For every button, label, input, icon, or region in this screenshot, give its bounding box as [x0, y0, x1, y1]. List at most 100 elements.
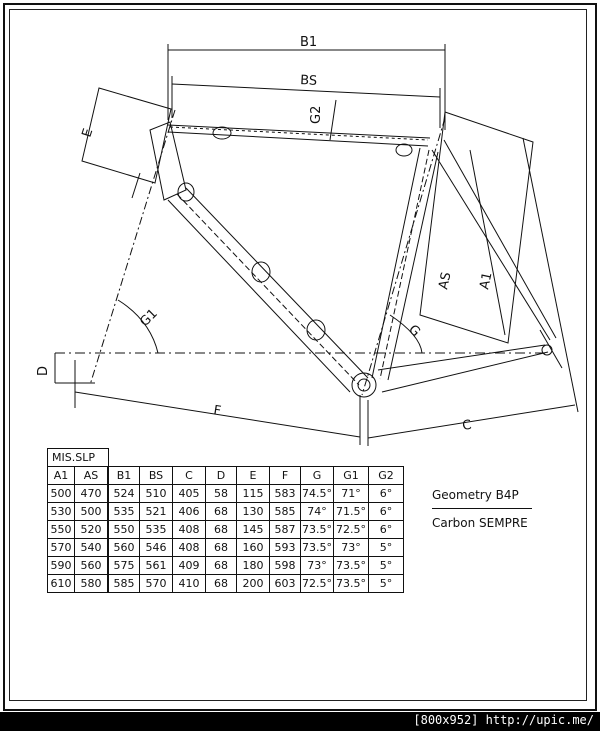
- table-cell: 71.5°: [333, 502, 369, 521]
- label-c: C: [461, 418, 472, 434]
- table-cell: 470: [74, 484, 109, 503]
- model-info: Geometry B4P Carbon SEMPRE: [432, 488, 536, 530]
- table-cell: 72.5°: [333, 520, 369, 539]
- table-cell: 5°: [368, 556, 404, 575]
- col-header-b1: B1: [107, 466, 140, 485]
- label-g: G: [405, 322, 423, 340]
- table-cell: 593: [269, 538, 301, 557]
- table-cell: 530: [47, 502, 75, 521]
- col-header-a1: A1: [47, 466, 75, 485]
- table-cell: 6°: [368, 502, 404, 521]
- table-cell: 6°: [368, 520, 404, 539]
- table-cell: 406: [172, 502, 206, 521]
- table-cell: 68: [205, 520, 237, 539]
- table-cell: 68: [205, 574, 237, 593]
- table-cell: 560: [107, 538, 140, 557]
- table-cell: 575: [107, 556, 140, 575]
- table-cell: 610: [47, 574, 75, 593]
- label-a1: A1: [477, 271, 495, 291]
- table-cell: 546: [139, 538, 173, 557]
- table-cell: 68: [205, 538, 237, 557]
- label-as: AS: [436, 271, 454, 291]
- table-cell: 560: [74, 556, 109, 575]
- table-cell: 160: [236, 538, 270, 557]
- table-cell: 68: [205, 556, 237, 575]
- table-cell: 73°: [333, 538, 369, 557]
- label-e: E: [80, 127, 97, 139]
- table-cell: 68: [205, 502, 237, 521]
- table-cell: 73.5°: [300, 538, 334, 557]
- label-bs: BS: [300, 73, 318, 89]
- table-cell: 521: [139, 502, 173, 521]
- table-group-header-row: MIS.SLP: [47, 448, 404, 467]
- table-cell: 145: [236, 520, 270, 539]
- table-cell: 603: [269, 574, 301, 593]
- table-cell: 73.5°: [333, 574, 369, 593]
- table-cell: 598: [269, 556, 301, 575]
- col-header-g2: G2: [368, 466, 404, 485]
- table-cell: 524: [107, 484, 140, 503]
- table-cell: 590: [47, 556, 75, 575]
- table-cell: 115: [236, 484, 270, 503]
- table-cell: 74.5°: [300, 484, 334, 503]
- table-cell: 74°: [300, 502, 334, 521]
- table-cell: 408: [172, 538, 206, 557]
- table-header-spacer: [108, 448, 404, 467]
- table-cell: 585: [269, 502, 301, 521]
- col-header-e: E: [236, 466, 270, 485]
- table-cell: 570: [47, 538, 75, 557]
- table-header-row: A1 AS B1 BS C D E F G G1 G2: [47, 466, 404, 485]
- col-header-as: AS: [74, 466, 109, 485]
- model-material-label: Carbon SEMPRE: [432, 516, 528, 530]
- table-cell: 408: [172, 520, 206, 539]
- footer-source-text: [800x952] http://upic.me/: [413, 713, 594, 727]
- footer-bar: [800x952] http://upic.me/: [0, 712, 600, 731]
- table-cell: 580: [74, 574, 109, 593]
- label-f: F: [212, 403, 222, 419]
- table-cell: 72.5°: [300, 574, 334, 593]
- table-cell: 500: [74, 502, 109, 521]
- table-cell: 58: [205, 484, 237, 503]
- table-cell: 73.5°: [300, 520, 334, 539]
- model-geometry-label: Geometry B4P: [432, 488, 532, 509]
- table-cell: 6°: [368, 484, 404, 503]
- label-g1: G1: [137, 306, 161, 330]
- table-cell: 405: [172, 484, 206, 503]
- table-cell: 180: [236, 556, 270, 575]
- inner-frame: [9, 9, 587, 701]
- table-cell: 535: [107, 502, 140, 521]
- table-cell: 535: [139, 520, 173, 539]
- label-d: D: [36, 366, 51, 376]
- table-cell: 520: [74, 520, 109, 539]
- table-cell: 130: [236, 502, 270, 521]
- label-g2: G2: [309, 106, 324, 124]
- col-header-g1: G1: [333, 466, 369, 485]
- col-header-g: G: [300, 466, 334, 485]
- table-cell: 583: [269, 484, 301, 503]
- table-cell: 510: [139, 484, 173, 503]
- table-cell: 73.5°: [333, 556, 369, 575]
- col-header-c: C: [172, 466, 206, 485]
- table-cell: 540: [74, 538, 109, 557]
- table-group-header: MIS.SLP: [47, 448, 109, 467]
- table-cell: 500: [47, 484, 75, 503]
- table-cell: 550: [47, 520, 75, 539]
- table-cell: 587: [269, 520, 301, 539]
- col-header-bs: BS: [139, 466, 173, 485]
- table-cell: 585: [107, 574, 140, 593]
- label-b1: B1: [300, 35, 317, 50]
- table-cell: 550: [107, 520, 140, 539]
- table-cell: 5°: [368, 538, 404, 557]
- table-cell: 561: [139, 556, 173, 575]
- table-cell: 570: [139, 574, 173, 593]
- table-cell: 71°: [333, 484, 369, 503]
